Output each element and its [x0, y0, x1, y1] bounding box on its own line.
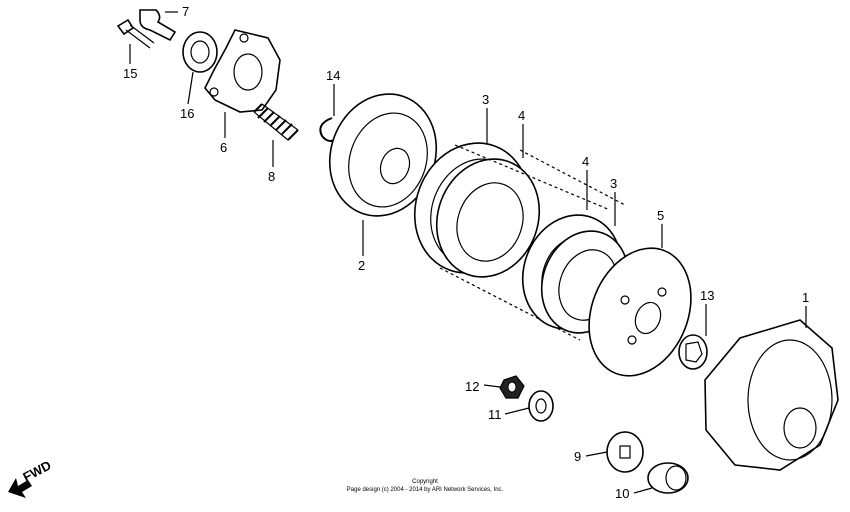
label-part-16: 16 [180, 106, 194, 121]
part-4-clutch-plate-a [435, 158, 541, 278]
assembly-guide-lines [439, 144, 626, 341]
part-11-washer [528, 390, 554, 422]
part-2-clutch-plate [328, 93, 438, 217]
copyright-line-2: Page design (c) 2004 - 2014 by ARI Netwo… [347, 487, 504, 493]
part-13-washer [678, 334, 708, 370]
label-part-13: 13 [700, 288, 714, 303]
label-part-4-b: 4 [582, 154, 589, 169]
label-part-4-a: 4 [518, 108, 525, 123]
part-15-bolt [116, 18, 155, 49]
part-5-pressure-plate [588, 247, 692, 377]
fwd-direction-arrow: FWD [8, 458, 54, 498]
part-7-collar [139, 9, 177, 42]
label-part-12: 12 [465, 379, 479, 394]
label-part-7: 7 [182, 4, 189, 19]
fwd-label: FWD [20, 458, 53, 485]
leader-lines [129, 11, 807, 494]
copyright-line-1: Copyright [412, 479, 438, 485]
label-part-8: 8 [268, 169, 275, 184]
label-part-15: 15 [123, 66, 137, 81]
label-part-6: 6 [220, 140, 227, 155]
label-part-11: 11 [488, 407, 502, 422]
part-6-lifter-plate [204, 29, 281, 113]
label-part-14: 14 [326, 68, 340, 83]
label-part-10: 10 [615, 486, 629, 501]
part-1-clutch-outer [704, 319, 839, 471]
label-part-1: 1 [802, 290, 809, 305]
part-8-spring [253, 103, 299, 141]
label-part-5: 5 [657, 208, 664, 223]
label-part-3-b: 3 [610, 176, 617, 191]
label-part-2: 2 [358, 258, 365, 273]
part-10-bushing [647, 462, 689, 494]
label-part-3-a: 3 [482, 92, 489, 107]
part-16-bearing [182, 31, 218, 73]
part-9-gear [606, 431, 644, 473]
label-part-9: 9 [574, 449, 581, 464]
part-12-nut [499, 375, 525, 399]
